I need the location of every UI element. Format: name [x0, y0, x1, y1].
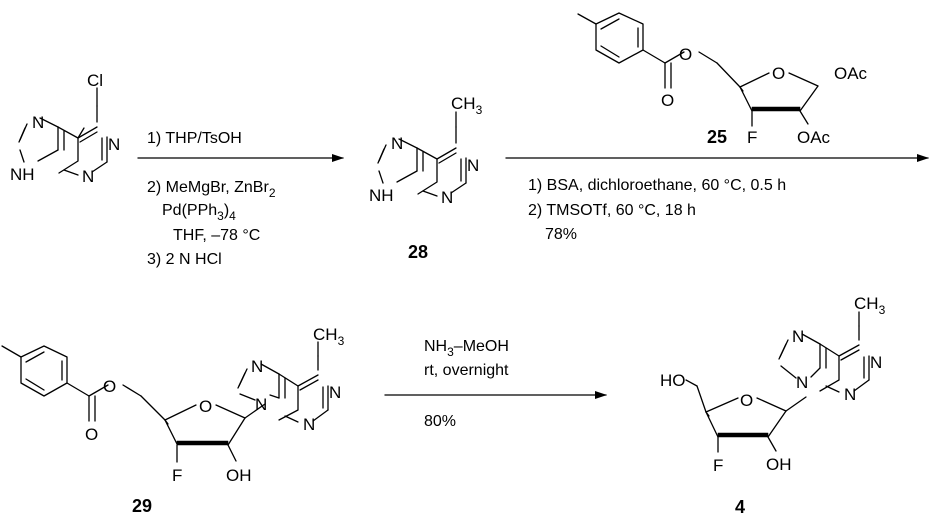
ring-oxygen: O — [199, 397, 212, 416]
anomeric-oac: OAc — [834, 64, 868, 83]
step1-condition-3: 3) 2 N HCl — [147, 251, 222, 268]
n1-atom: N — [329, 383, 341, 402]
nh-atom: NH — [369, 186, 394, 205]
step1-condition-2a: 2) MeMgBr, ZnBr2 — [147, 179, 276, 200]
step1-condition-1: 1) THP/TsOH — [147, 130, 242, 147]
n1-atom: N — [870, 353, 882, 372]
oac-2: OAc — [797, 128, 831, 147]
step2-condition-1: 1) BSA, dichloroethane, 60 °C, 0.5 h — [528, 177, 786, 194]
reaction-step-3: NH3–MeOH rt, overnight 80% — [384, 338, 607, 430]
compound-4: CH3 N N N N HO O F OH 4 — [660, 294, 886, 517]
n-right-atom: N — [108, 135, 120, 154]
hydroxyl-group: OH — [226, 466, 252, 485]
chlorine-atom: Cl — [87, 71, 103, 90]
n9-atom: N — [796, 373, 808, 392]
methyl-group: CH3 — [854, 294, 886, 317]
reaction-step-2: 1) BSA, dichloroethane, 60 °C, 0.5 h 2) … — [505, 154, 929, 243]
compound-25: O O O OAc F OAc 25 — [577, 12, 868, 147]
n-top-left-atom: N — [32, 113, 44, 132]
step3-yield: 80% — [424, 413, 456, 430]
compound-label-28: 28 — [408, 242, 428, 262]
carbonyl-oxygen: O — [85, 425, 98, 444]
fluorine-atom: F — [172, 466, 182, 485]
n7-atom: N — [792, 327, 804, 346]
n9-atom: N — [255, 395, 267, 414]
compound-label-4: 4 — [735, 497, 745, 517]
carbonyl-oxygen: O — [661, 91, 674, 110]
n-top-left-atom: N — [391, 134, 403, 153]
step2-condition-2: 2) TMSOTf, 60 °C, 18 h — [528, 202, 696, 219]
compound-29: CH3 N N N N O O O F OH 29 — [1, 325, 345, 516]
step3-condition-2: rt, overnight — [424, 362, 509, 379]
compound-6-chloropurine: Cl N N NH N — [10, 71, 120, 186]
methyl-group: CH3 — [451, 94, 483, 117]
ring-oxygen: O — [740, 391, 753, 410]
fluorine-atom: F — [747, 128, 757, 147]
step2-yield: 78% — [545, 226, 577, 243]
reaction-step-1: 1) THP/TsOH 2) MeMgBr, ZnBr2 Pd(PPh3)4 T… — [137, 130, 344, 268]
step1-condition-2c: THF, –78 °C — [173, 227, 260, 244]
hydroxyl-5-prime: HO — [660, 371, 686, 390]
compound-28: CH3 N N NH N 28 — [369, 94, 483, 262]
ester-oxygen: O — [679, 45, 692, 64]
step3-condition-1: NH3–MeOH — [424, 338, 509, 359]
n-right-atom: N — [467, 156, 479, 175]
hydroxyl-group: OH — [766, 455, 792, 474]
fluorine-atom: F — [713, 456, 723, 475]
n-bottom-atom: N — [82, 167, 94, 186]
n3-atom: N — [303, 415, 315, 434]
nh-atom: NH — [10, 165, 35, 184]
n7-atom: N — [251, 357, 263, 376]
n-bottom-atom: N — [441, 188, 453, 207]
compound-label-25: 25 — [707, 127, 727, 147]
n3-atom: N — [844, 385, 856, 404]
compound-label-29: 29 — [132, 496, 152, 516]
methyl-group: CH3 — [313, 325, 345, 348]
ester-oxygen: O — [103, 377, 116, 396]
step1-condition-2b: Pd(PPh3)4 — [162, 202, 236, 223]
ring-oxygen: O — [772, 64, 785, 83]
